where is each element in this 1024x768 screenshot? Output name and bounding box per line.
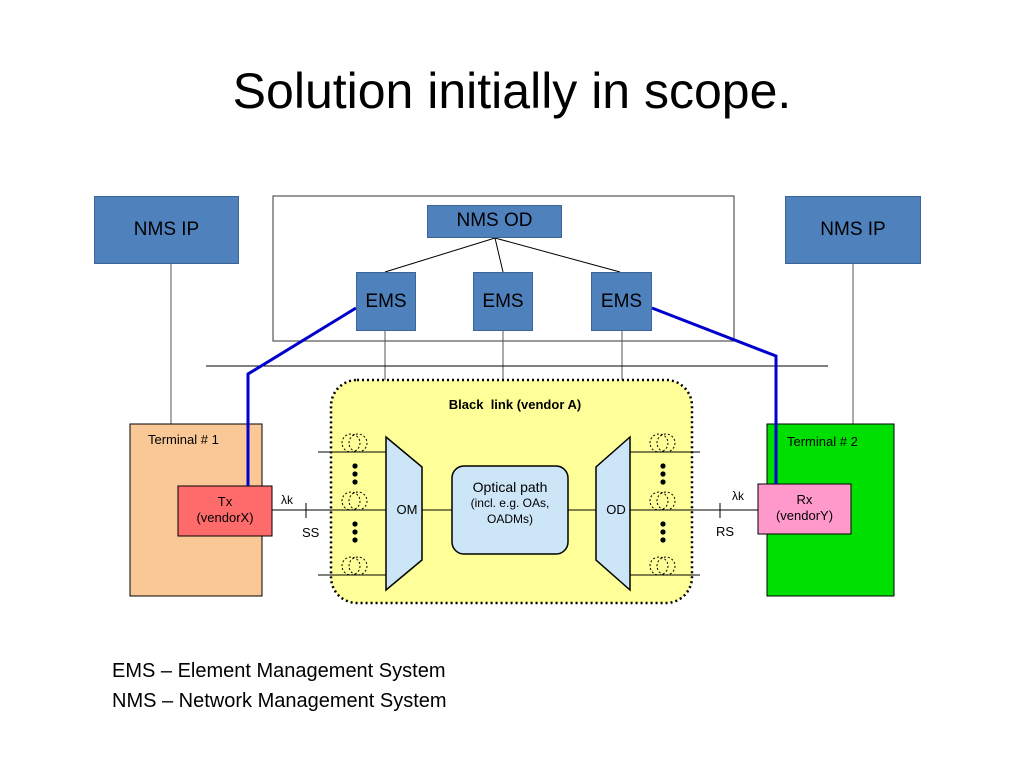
ems-label: EMS	[365, 290, 407, 312]
ems-box-3: EMS	[591, 272, 652, 331]
tx-line2: (vendorX)	[196, 510, 254, 525]
rx-line1: Rx	[796, 492, 813, 507]
transceiver-icons-right	[649, 433, 676, 576]
mgmt-line-right	[651, 306, 778, 484]
nms-od-label: NMS OD	[456, 210, 533, 231]
rx-label: Rx (vendorY)	[758, 492, 851, 524]
lambda-left: λk	[281, 493, 293, 507]
tx-label: Tx (vendorX)	[178, 494, 272, 526]
ellipsis-dots	[352, 463, 666, 543]
om-label: OM	[396, 502, 418, 517]
optical-path-label: Optical path (incl. e.g. OAs, OADMs)	[452, 479, 568, 527]
terminal-1-label: Terminal # 1	[148, 432, 219, 447]
tx-box	[177, 485, 273, 537]
optical-path-box	[451, 465, 569, 555]
lambda-right: λk	[732, 489, 744, 503]
tx-line1: Tx	[217, 494, 233, 509]
ems-box-1: EMS	[356, 272, 416, 331]
rx-line2: (vendorY)	[775, 508, 834, 523]
rx-box	[757, 483, 852, 535]
od-demultiplexer	[595, 435, 631, 592]
rs-label: RS	[716, 524, 735, 539]
tree-line	[494, 237, 504, 273]
tree-line	[384, 237, 496, 273]
nms-ip-left-label: NMS IP	[133, 219, 200, 240]
black-link-label: Black link (vendor A)	[448, 397, 582, 412]
ems-box-2: EMS	[473, 272, 533, 331]
nms-ip-left-box: NMS IP	[94, 196, 239, 264]
legend: EMS – Element Management System NMS – Ne…	[112, 656, 447, 716]
mgmt-line-left	[246, 306, 357, 486]
od-label: OD	[606, 502, 626, 517]
optical-path-line2: (incl. e.g. OAs,	[470, 496, 550, 510]
nms-ip-right-label: NMS IP	[820, 219, 886, 240]
optical-path-line1: Optical path	[472, 479, 548, 495]
tree-line	[494, 237, 621, 273]
optical-path-line3: OADMs)	[487, 512, 533, 526]
legend-ems: EMS – Element Management System	[112, 660, 446, 682]
legend-nms: NMS – Network Management System	[112, 690, 447, 712]
nms-od-box: NMS OD	[427, 205, 562, 238]
ss-label: SS	[302, 525, 320, 540]
terminal-2-label: Terminal # 2	[787, 434, 858, 449]
page-title: Solution initially in scope.	[232, 63, 792, 119]
om-multiplexer	[385, 435, 423, 592]
ems-label: EMS	[600, 290, 643, 312]
transceiver-icons-left	[341, 433, 368, 576]
ems-label: EMS	[482, 290, 524, 312]
nms-ip-right-box: NMS IP	[785, 196, 921, 264]
